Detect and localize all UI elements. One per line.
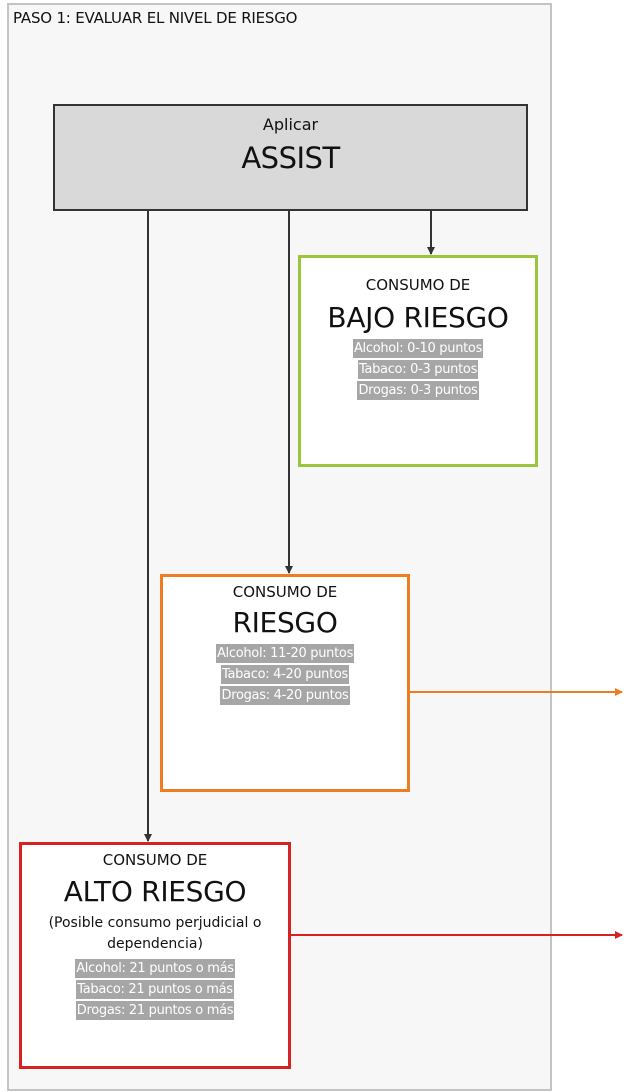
high-risk-heading: CONSUMO DE bbox=[102, 851, 208, 869]
low-risk-score-tobacco: Tabaco: 0-3 puntos bbox=[357, 360, 479, 379]
risk-box: CONSUMO DE RIESGO Alcohol: 11-20 puntos … bbox=[160, 574, 410, 792]
high-risk-score-drugs: Drogas: 21 puntos o más bbox=[75, 1001, 235, 1020]
risk-heading: CONSUMO DE bbox=[232, 583, 338, 601]
low-risk-score-drugs: Drogas: 0-3 puntos bbox=[357, 381, 479, 400]
low-risk-scores: Alcohol: 0-10 puntos Tabaco: 0-3 puntos … bbox=[301, 339, 535, 400]
high-risk-title: ALTO RIESGO bbox=[63, 875, 247, 908]
low-risk-box: CONSUMO DE BAJO RIESGO Alcohol: 0-10 pun… bbox=[298, 255, 538, 467]
risk-title: RIESGO bbox=[232, 606, 338, 639]
low-risk-score-alcohol: Alcohol: 0-10 puntos bbox=[352, 339, 484, 358]
assist-box: Aplicar ASSIST bbox=[53, 104, 528, 211]
low-risk-heading: CONSUMO DE bbox=[365, 276, 471, 294]
assist-subtitle: Aplicar bbox=[262, 115, 319, 134]
low-risk-title: BAJO RIESGO bbox=[327, 301, 509, 334]
high-risk-scores: Alcohol: 21 puntos o más Tabaco: 21 punt… bbox=[22, 959, 288, 1020]
risk-score-alcohol: Alcohol: 11-20 puntos bbox=[215, 644, 355, 663]
assist-title: ASSIST bbox=[241, 141, 340, 175]
risk-score-tobacco: Tabaco: 4-20 puntos bbox=[220, 665, 350, 684]
step-title: PASO 1: EVALUAR EL NIVEL DE RIESGO bbox=[13, 9, 298, 27]
risk-scores: Alcohol: 11-20 puntos Tabaco: 4-20 punto… bbox=[163, 644, 407, 705]
high-risk-score-tobacco: Tabaco: 21 puntos o más bbox=[76, 980, 234, 999]
high-risk-score-alcohol: Alcohol: 21 puntos o más bbox=[75, 959, 235, 978]
high-risk-note: (Posible consumo perjudicial o dependenc… bbox=[48, 915, 262, 952]
risk-score-drugs: Drogas: 4-20 puntos bbox=[220, 686, 350, 705]
high-risk-box: CONSUMO DE ALTO RIESGO (Posible consumo … bbox=[19, 842, 291, 1069]
